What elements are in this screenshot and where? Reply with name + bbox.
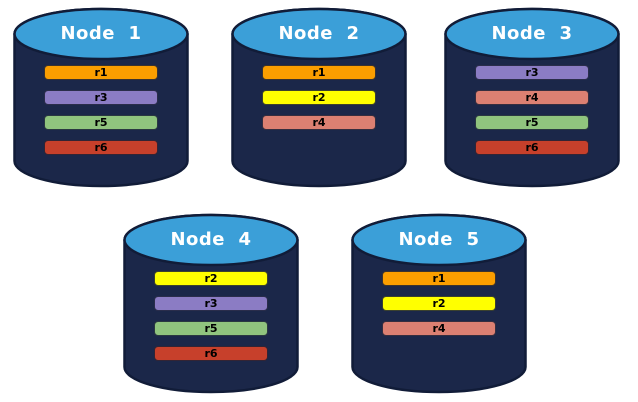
replica-list: r1 r2 r4 [382, 271, 496, 346]
db-node-2: Node 2 r1 r2 r4 [230, 6, 408, 188]
node-label: Node 1 [60, 23, 142, 44]
cylinder-top-face [351, 213, 527, 267]
replica-list: r3 r4 r5 r6 [475, 65, 589, 165]
cylinder-top-face [444, 7, 620, 61]
db-node-3: Node 3 r3 r4 r5 r6 [443, 6, 621, 188]
db-node-5: Node 5 r1 r2 r4 [350, 212, 528, 394]
cylinder-top-face [13, 7, 189, 61]
replica-bar-r3: r3 [475, 65, 589, 80]
replica-list: r1 r3 r5 r6 [44, 65, 158, 165]
replica-bar-r6: r6 [475, 140, 589, 155]
replica-bar-r1: r1 [44, 65, 158, 80]
replica-bar-r5: r5 [475, 115, 589, 130]
node-label: Node 2 [278, 23, 360, 44]
cylinder-top-face [231, 7, 407, 61]
replica-bar-r6: r6 [44, 140, 158, 155]
replica-bar-r4: r4 [475, 90, 589, 105]
replica-list: r2 r3 r5 r6 [154, 271, 268, 371]
node-label: Node 5 [398, 229, 480, 250]
node-label: Node 4 [170, 229, 252, 250]
replica-bar-r4: r4 [382, 321, 496, 336]
replica-bar-r2: r2 [382, 296, 496, 311]
replica-bar-r2: r2 [262, 90, 376, 105]
replica-bar-r5: r5 [154, 321, 268, 336]
replica-bar-r5: r5 [44, 115, 158, 130]
db-node-4: Node 4 r2 r3 r5 r6 [122, 212, 300, 394]
replica-list: r1 r2 r4 [262, 65, 376, 140]
replica-bar-r4: r4 [262, 115, 376, 130]
cylinder-top-face [123, 213, 299, 267]
replica-bar-r6: r6 [154, 346, 268, 361]
replica-bar-r2: r2 [154, 271, 268, 286]
replica-bar-r3: r3 [154, 296, 268, 311]
replica-bar-r1: r1 [262, 65, 376, 80]
replica-bar-r3: r3 [44, 90, 158, 105]
replica-bar-r1: r1 [382, 271, 496, 286]
node-label: Node 3 [491, 23, 573, 44]
db-node-1: Node 1 r1 r3 r5 r6 [12, 6, 190, 188]
